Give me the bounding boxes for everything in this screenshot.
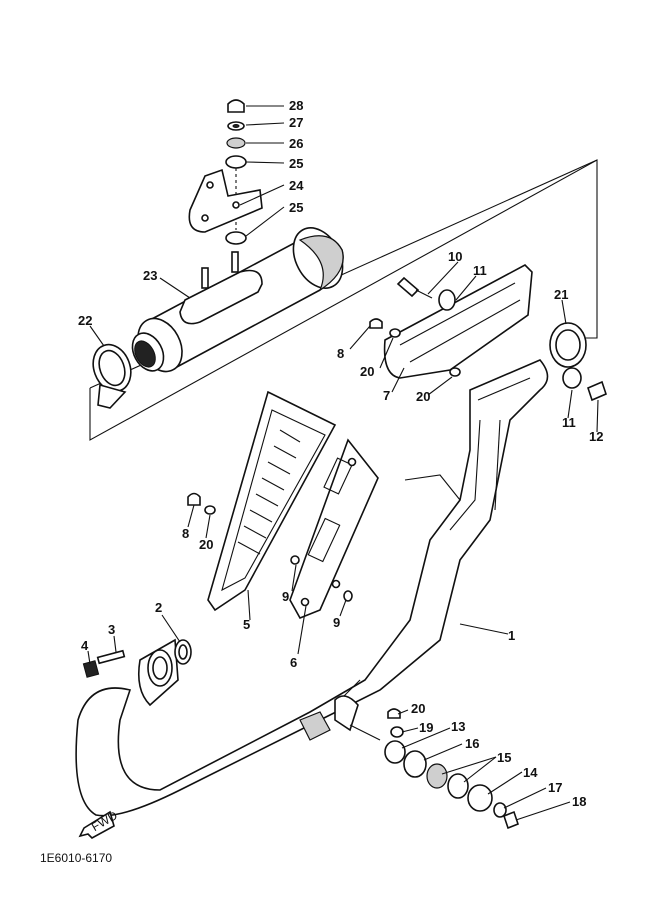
callout-19: 19 bbox=[419, 720, 433, 735]
callout-8b: 8 bbox=[182, 526, 189, 541]
muffler bbox=[131, 227, 344, 373]
exhaust-pipe bbox=[75, 359, 549, 817]
callout-7: 7 bbox=[383, 388, 390, 403]
callout-16: 16 bbox=[465, 736, 479, 751]
mount-hardware-stack bbox=[188, 99, 263, 245]
callout-22: 22 bbox=[78, 313, 92, 328]
callout-11b: 11 bbox=[562, 415, 576, 430]
callout-26: 26 bbox=[289, 136, 303, 151]
cover-fins bbox=[237, 429, 301, 555]
callout-25b: 25 bbox=[289, 200, 303, 215]
callout-1: 1 bbox=[508, 628, 515, 643]
callout-6: 6 bbox=[290, 655, 297, 670]
callout-labels: 28 27 26 25 24 25 23 22 10 11 21 8 20 7 … bbox=[78, 98, 603, 809]
callout-20: 20 bbox=[360, 364, 374, 379]
callout-3: 3 bbox=[108, 622, 115, 637]
callout-13: 13 bbox=[451, 719, 465, 734]
cover-plate bbox=[289, 438, 379, 620]
callout-14: 14 bbox=[523, 765, 538, 780]
exhaust-gasket bbox=[174, 639, 192, 665]
callout-28: 28 bbox=[289, 98, 303, 113]
callout-20b: 20 bbox=[416, 389, 430, 404]
rear-mount-hardware bbox=[384, 708, 519, 830]
callout-10: 10 bbox=[448, 249, 462, 264]
side-heat-cover bbox=[207, 390, 337, 612]
exhaust-clamp bbox=[92, 343, 132, 409]
leader-lines bbox=[87, 105, 599, 821]
callout-23: 23 bbox=[143, 268, 157, 283]
part-code: 1E6010-6170 bbox=[40, 851, 112, 865]
callout-11: 11 bbox=[473, 263, 487, 278]
callout-24: 24 bbox=[289, 178, 304, 193]
callout-27: 27 bbox=[289, 115, 303, 130]
callout-15: 15 bbox=[497, 750, 511, 765]
callout-17: 17 bbox=[548, 780, 562, 795]
cover-bolt bbox=[187, 492, 216, 515]
callout-12: 12 bbox=[589, 429, 603, 444]
stud-bolt bbox=[82, 649, 126, 678]
callout-2: 2 bbox=[155, 600, 162, 615]
callout-18: 18 bbox=[572, 794, 586, 809]
callout-21: 21 bbox=[554, 287, 568, 302]
callout-5: 5 bbox=[243, 617, 250, 632]
callout-4: 4 bbox=[81, 638, 89, 653]
callout-25: 25 bbox=[289, 156, 303, 171]
callout-8: 8 bbox=[337, 346, 344, 361]
muffler-heat-shield bbox=[369, 264, 607, 402]
callout-20d: 20 bbox=[411, 701, 425, 716]
callout-20c: 20 bbox=[199, 537, 213, 552]
callout-9: 9 bbox=[282, 589, 289, 604]
callout-9b: 9 bbox=[333, 615, 340, 630]
